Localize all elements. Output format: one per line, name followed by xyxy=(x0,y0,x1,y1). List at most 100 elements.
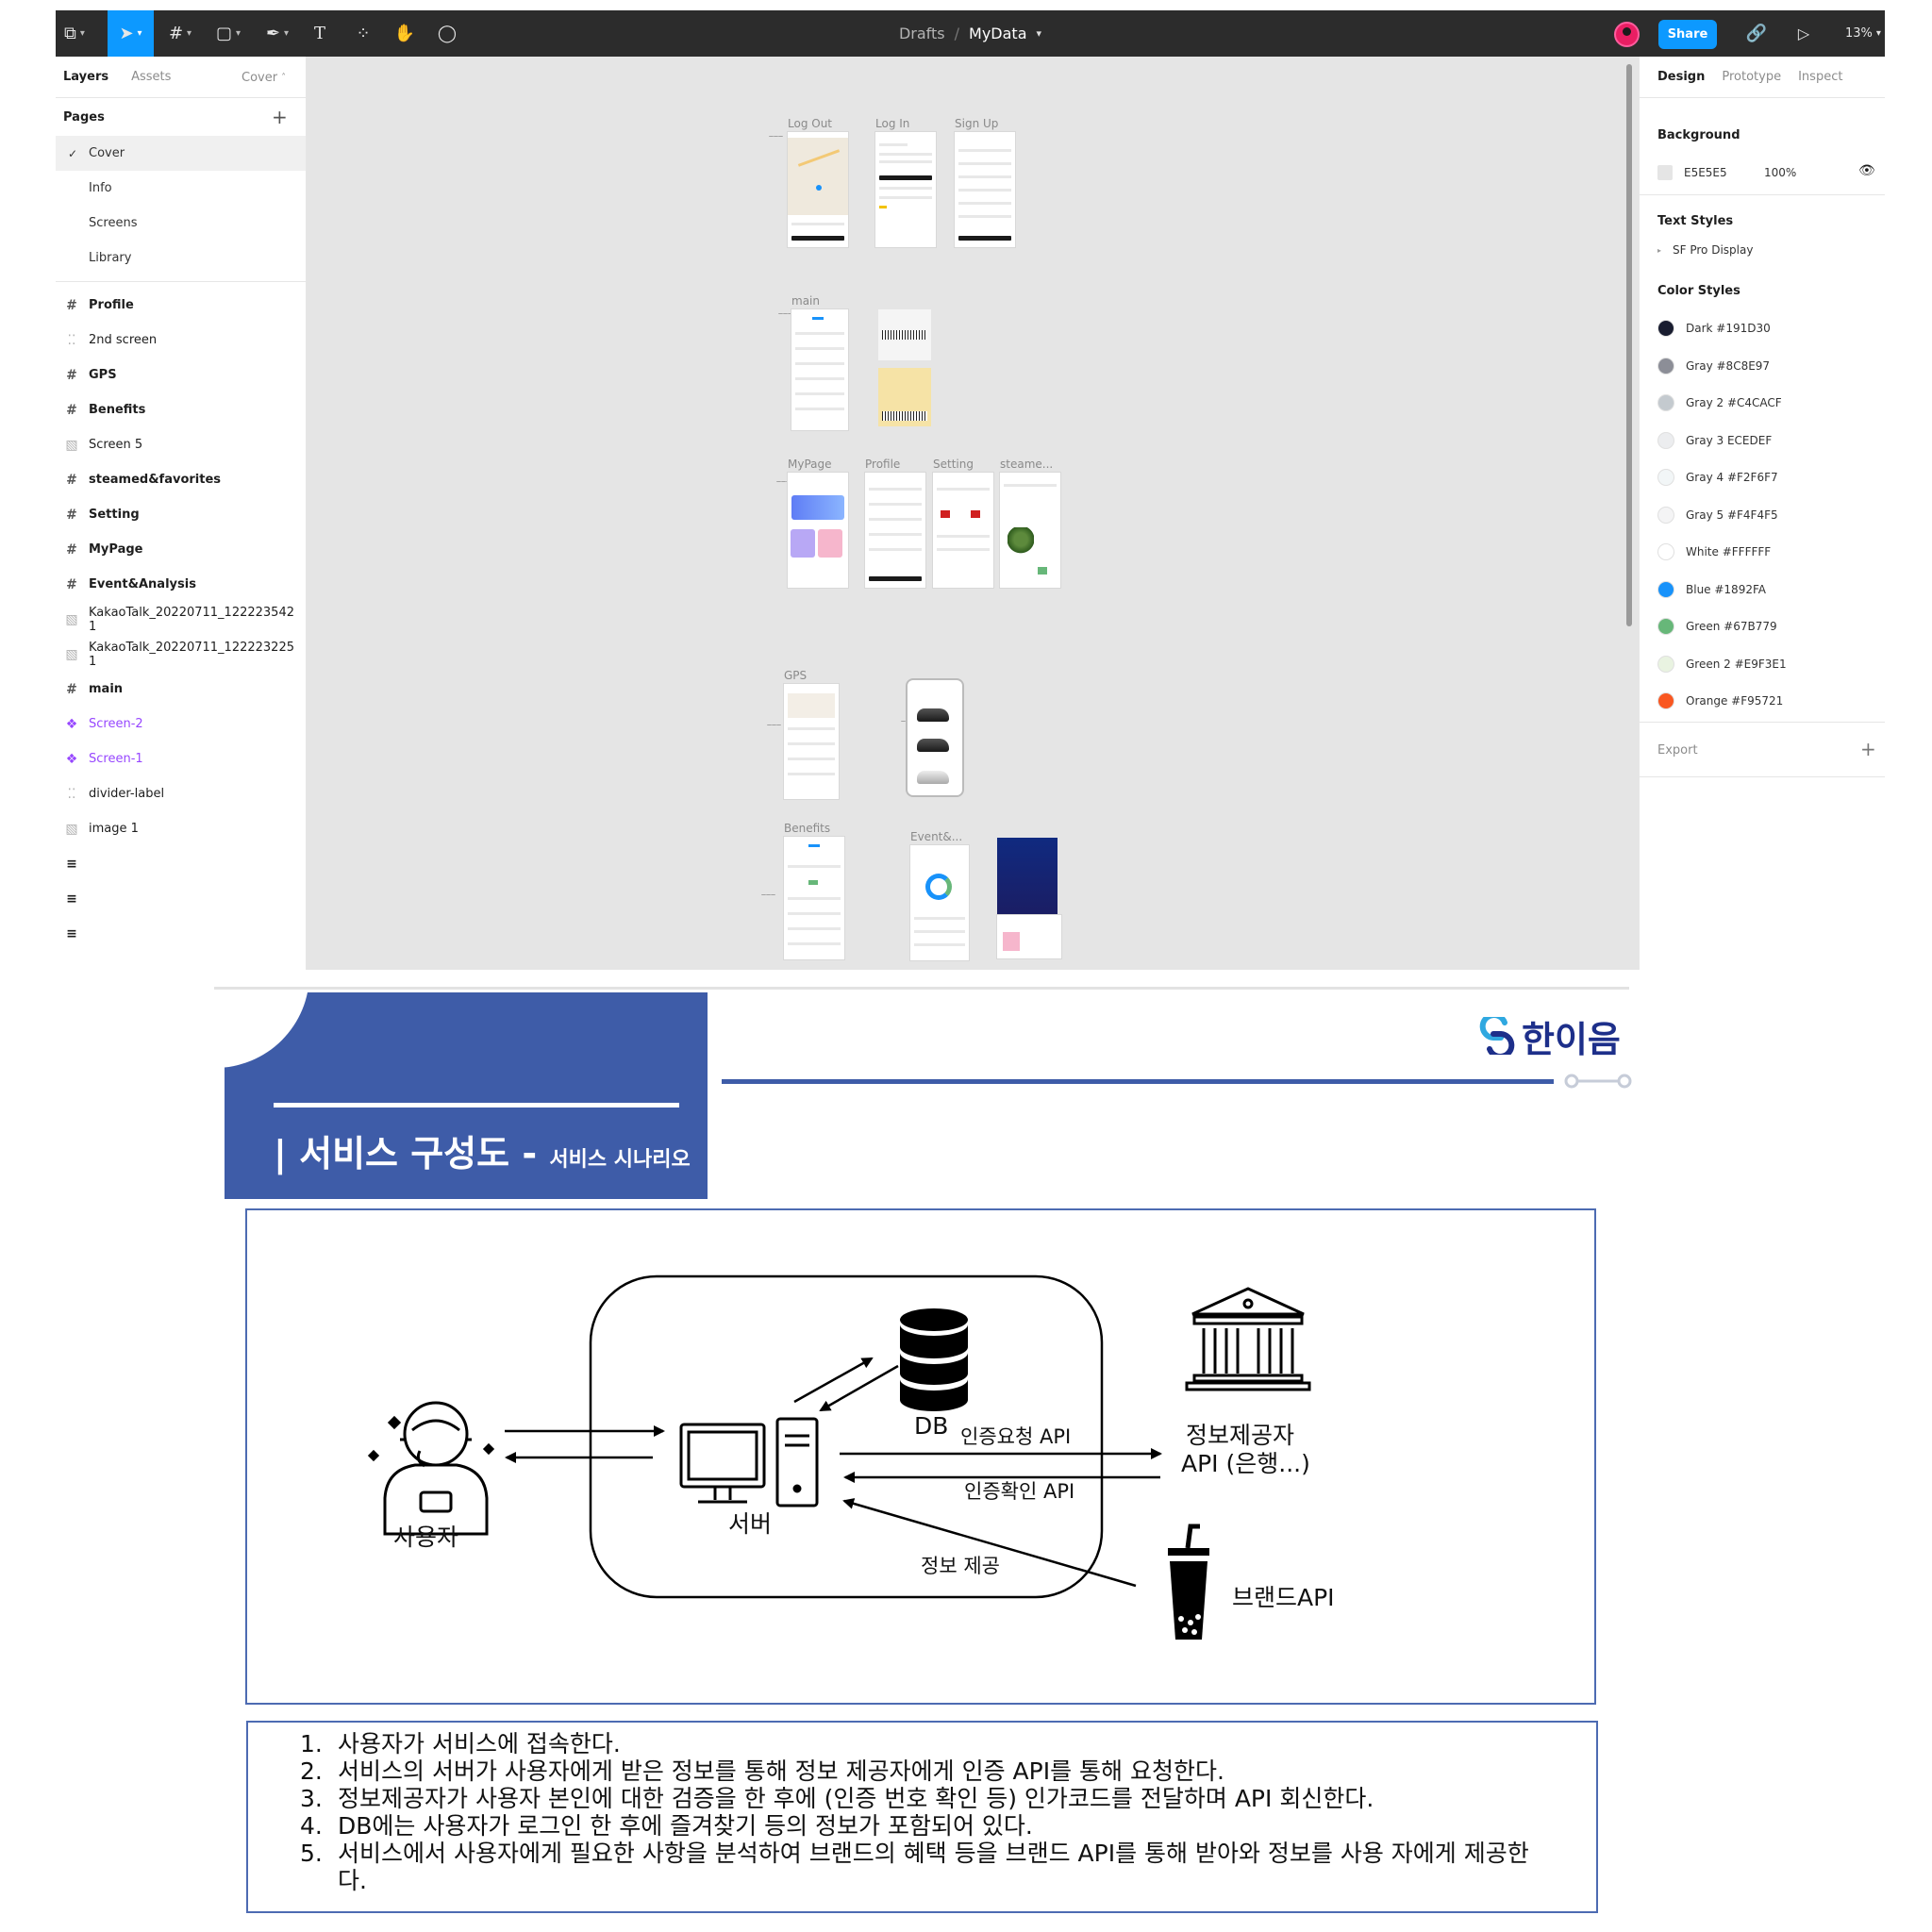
background-opacity[interactable]: 100% xyxy=(1764,166,1797,179)
color-style-item[interactable]: Green 2 #E9F3E1 xyxy=(1657,653,1787,675)
frame-label-logout[interactable]: Log Out xyxy=(788,117,833,130)
layer-item[interactable]: #GPS xyxy=(56,358,306,392)
tab-design[interactable]: Design xyxy=(1657,70,1706,84)
layer-item[interactable]: ▧KakaoTalk_20220711_122223225 1 xyxy=(56,637,306,672)
layer-item[interactable]: #MyPage xyxy=(56,532,306,567)
color-style-item[interactable]: Orange #F95721 xyxy=(1657,690,1783,712)
layer-item[interactable]: ❖Screen-2 xyxy=(56,707,306,741)
color-style-item[interactable]: Blue #1892FA xyxy=(1657,578,1766,601)
color-style-label: Orange #F95721 xyxy=(1686,694,1784,708)
color-style-item[interactable]: Gray 3 ECEDEF xyxy=(1657,429,1772,452)
layer-item[interactable]: #steamed&favorites xyxy=(56,462,306,497)
present-button[interactable]: ▷ xyxy=(1790,10,1818,57)
frame-signup[interactable] xyxy=(955,132,1015,247)
comment-tool-button[interactable]: ◯ xyxy=(433,10,461,57)
section-label: ——— xyxy=(769,134,783,140)
layer-item[interactable]: ▧Screen 5 xyxy=(56,427,306,462)
frame-label-profile[interactable]: Profile xyxy=(865,458,901,471)
figma-menu-button[interactable]: ⧉▾ xyxy=(56,10,93,57)
page-item-library[interactable]: Library xyxy=(56,241,306,275)
layer-item[interactable]: #Event&Analysis xyxy=(56,567,306,602)
color-style-item[interactable]: Gray 5 #F4F4F5 xyxy=(1657,504,1778,526)
step-number: 1. xyxy=(300,1730,323,1757)
color-style-item[interactable]: Dark #191D30 xyxy=(1657,317,1771,340)
file-name[interactable]: MyData xyxy=(969,25,1027,42)
color-style-item[interactable]: Gray 4 #F2F6F7 xyxy=(1657,466,1778,489)
layer-item[interactable]: ≡ xyxy=(56,846,306,881)
breadcrumb-folder[interactable]: Drafts xyxy=(898,25,945,42)
color-swatch xyxy=(1657,692,1674,709)
category-card[interactable] xyxy=(997,915,1061,958)
frame-profile[interactable] xyxy=(865,473,925,588)
zoom-dropdown[interactable]: 13% ▾ xyxy=(1845,10,1881,57)
frame-label-mypage[interactable]: MyPage xyxy=(788,458,832,471)
add-page-icon[interactable]: + xyxy=(272,106,288,128)
page-label: Library xyxy=(89,251,132,265)
avatar[interactable] xyxy=(1614,22,1640,47)
add-export-icon[interactable]: + xyxy=(1860,738,1876,760)
layer-item[interactable]: ▧KakaoTalk_20220711_122223542 1 xyxy=(56,602,306,637)
ticket-image[interactable] xyxy=(878,309,931,360)
frame-label-gps[interactable]: GPS xyxy=(784,669,808,682)
layer-item[interactable]: ⁚⁚divider-label xyxy=(56,776,306,811)
color-style-item[interactable]: Gray 2 #C4CACF xyxy=(1657,391,1782,414)
frame-label-benefits[interactable]: Benefits xyxy=(784,822,831,835)
frame-tool-button[interactable]: #▾ xyxy=(161,10,199,57)
color-style-item[interactable]: Green #67B779 xyxy=(1657,615,1777,638)
eye-icon[interactable]: 👁 xyxy=(1858,163,1875,178)
background-row[interactable]: E5E5E5 100% xyxy=(1657,161,1796,184)
page-selector[interactable]: Cover ˄ xyxy=(242,57,306,98)
layer-item[interactable]: ≡ xyxy=(56,916,306,951)
tab-inspect[interactable]: Inspect xyxy=(1798,70,1843,84)
vertical-scrollbar[interactable] xyxy=(1626,64,1632,626)
frame-label-login[interactable]: Log In xyxy=(875,117,910,130)
frame-label-setting[interactable]: Setting xyxy=(933,458,974,471)
layer-item[interactable]: #main xyxy=(56,672,306,707)
share-button[interactable]: Share xyxy=(1658,20,1717,49)
frame-label-main[interactable]: main xyxy=(791,294,820,308)
color-style-item[interactable]: Gray #8C8E97 xyxy=(1657,355,1770,377)
text-style-item[interactable]: ▸ SF Pro Display xyxy=(1657,239,1753,261)
text-tool-button[interactable]: T xyxy=(306,10,334,57)
frame-label-signup[interactable]: Sign Up xyxy=(955,117,999,130)
layer-item[interactable]: ≡ xyxy=(56,881,306,916)
layer-item[interactable]: #Benefits xyxy=(56,392,306,427)
tab-layers[interactable]: Layers xyxy=(63,70,109,84)
layer-item[interactable]: #Setting xyxy=(56,497,306,532)
page-item-info[interactable]: Info xyxy=(56,171,306,206)
frame-logout[interactable] xyxy=(788,132,848,247)
chevron-down-icon[interactable]: ▾ xyxy=(1036,27,1042,40)
coupon-image[interactable] xyxy=(878,368,931,426)
layer-item[interactable]: ⁚⁚2nd screen xyxy=(56,323,306,358)
frame-benefits[interactable] xyxy=(784,837,844,959)
resources-button[interactable]: ⁘ xyxy=(349,10,377,57)
background-swatch[interactable] xyxy=(1657,165,1673,180)
tab-prototype[interactable]: Prototype xyxy=(1722,70,1782,84)
page-item-cover[interactable]: ✓ Cover xyxy=(56,136,306,171)
copy-link-button[interactable]: 🔗 xyxy=(1742,10,1771,57)
tab-assets[interactable]: Assets xyxy=(131,70,172,84)
frame-login[interactable] xyxy=(875,132,936,247)
background-hex[interactable]: E5E5E5 xyxy=(1684,166,1727,179)
frame-product-list[interactable] xyxy=(908,680,962,795)
frame-main[interactable] xyxy=(791,309,848,430)
frame-text-line xyxy=(1004,484,1057,487)
frame-label-event[interactable]: Event&... xyxy=(910,830,963,843)
frame-steamed[interactable] xyxy=(1000,473,1060,588)
frame-gps[interactable] xyxy=(784,684,839,799)
color-style-item[interactable]: White #FFFFFF xyxy=(1657,541,1771,563)
layer-item[interactable]: ❖Screen-1 xyxy=(56,741,306,776)
layer-item[interactable]: ▧image 1 xyxy=(56,811,306,846)
layer-item[interactable]: #Profile xyxy=(56,288,306,323)
frame-event[interactable] xyxy=(910,845,969,960)
pen-tool-button[interactable]: ✒▾ xyxy=(258,10,296,57)
frame-label-steamed[interactable]: steame... xyxy=(1000,458,1054,471)
frame-mypage[interactable] xyxy=(788,473,848,588)
canvas[interactable]: ——— Log Out Log In Sign Up —— xyxy=(307,57,1639,970)
hand-tool-button[interactable]: ✋ xyxy=(391,10,419,57)
move-tool-button[interactable]: ➤▾ xyxy=(108,10,154,57)
frame-setting[interactable] xyxy=(933,473,993,588)
page-item-screens[interactable]: Screens xyxy=(56,206,306,241)
shape-tool-button[interactable]: ▢▾ xyxy=(209,10,247,57)
dashboard-image[interactable] xyxy=(997,838,1058,917)
